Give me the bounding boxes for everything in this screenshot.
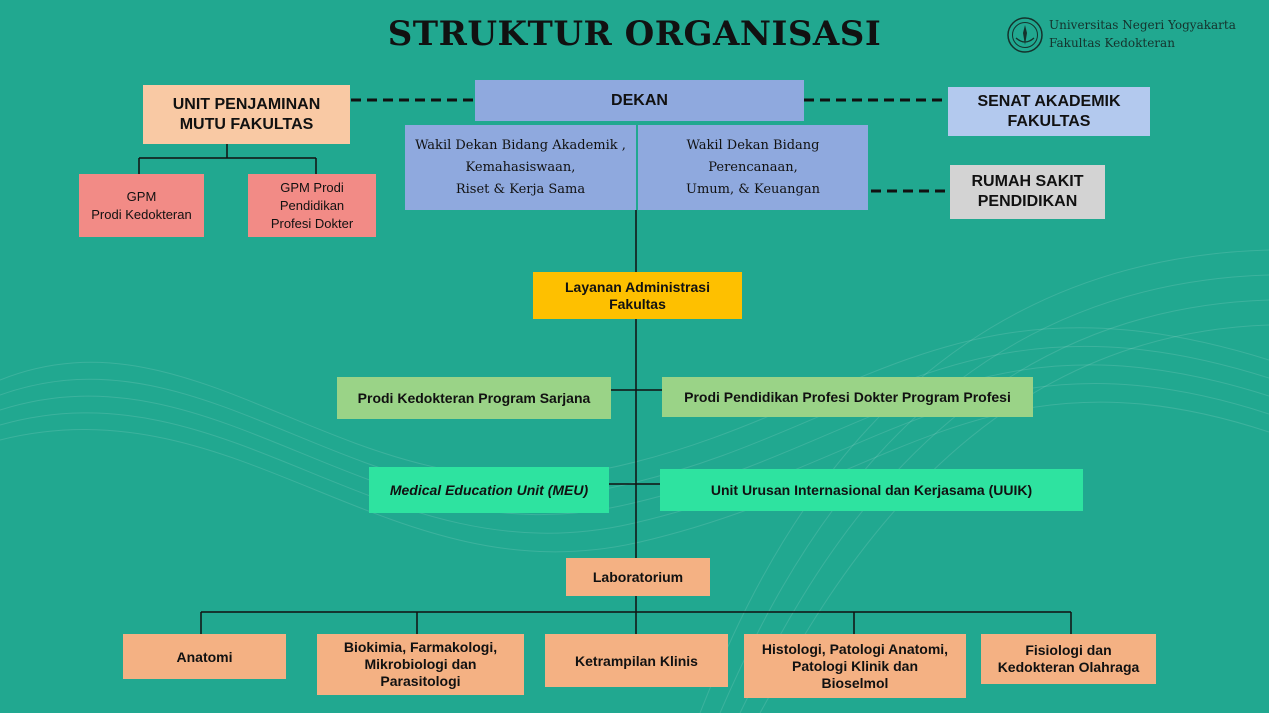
meu-box: Medical Education Unit (MEU) xyxy=(369,467,609,513)
lab-item: Ketrampilan Klinis xyxy=(545,634,728,687)
vice-dean-academic-box: Wakil Dekan Bidang Akademik , Kemahasisw… xyxy=(405,125,636,210)
teaching-hospital-label: RUMAH SAKIT PENDIDIKAN xyxy=(971,173,1084,210)
lab-item: Biokimia, Farmakologi, Mikrobiologi dan … xyxy=(317,634,524,695)
page-title: STRUKTUR ORGANISASI xyxy=(387,14,882,54)
vice-dean-general-box: Wakil Dekan Bidang Perencanaan, Umum, & … xyxy=(638,125,868,210)
dean-label: DEKAN xyxy=(611,91,668,109)
uuik-label: Unit Urusan Internasional dan Kerjasama … xyxy=(710,482,1033,498)
gpm-medicine-label: GPM Prodi Kedokteran xyxy=(91,188,192,222)
laboratory-label: Laboratorium xyxy=(592,569,684,585)
profession-program-label: Prodi Pendidikan Profesi Dokter Program … xyxy=(684,389,1011,405)
academic-senate-label: SENAT AKADEMIK FAKULTAS xyxy=(977,92,1121,130)
lab-item-label: Biokimia, Farmakologi, Mikrobiologi dan … xyxy=(343,639,498,689)
admin-service-box: Layanan Administrasi Fakultas xyxy=(533,272,742,319)
lab-item-label: Fisiologi dan Kedokteran Olahraga xyxy=(997,642,1140,675)
profession-program-box: Prodi Pendidikan Profesi Dokter Program … xyxy=(662,377,1033,417)
gpm-medicine-box: GPM Prodi Kedokteran xyxy=(79,174,204,237)
gpm-profession-label: GPM Prodi Pendidikan Profesi Dokter xyxy=(270,179,354,231)
laboratory-box: Laboratorium xyxy=(566,558,710,596)
lab-item: Anatomi xyxy=(123,634,286,679)
quality-assurance-unit-label: UNIT PENJAMINAN MUTU FAKULTAS xyxy=(172,95,321,133)
teaching-hospital-box: RUMAH SAKIT PENDIDIKAN xyxy=(950,165,1105,219)
meu-label: Medical Education Unit (MEU) xyxy=(389,482,589,498)
lab-item-label: Histologi, Patologi Anatomi, Patologi Kl… xyxy=(761,640,949,691)
lab-item-label: Ketrampilan Klinis xyxy=(575,652,698,669)
academic-senate-box: SENAT AKADEMIK FAKULTAS xyxy=(948,87,1150,136)
admin-service-label: Layanan Administrasi Fakultas xyxy=(565,278,710,312)
bachelor-program-box: Prodi Kedokteran Program Sarjana xyxy=(337,377,611,419)
bachelor-program-label: Prodi Kedokteran Program Sarjana xyxy=(357,390,591,406)
faculty-name: Fakultas Kedokteran xyxy=(1049,36,1175,50)
vice-dean-general-label: Wakil Dekan Bidang Perencanaan, Umum, & … xyxy=(686,137,820,197)
vice-dean-academic-label: Wakil Dekan Bidang Akademik , Kemahasisw… xyxy=(415,137,626,197)
lab-item: Fisiologi dan Kedokteran Olahraga xyxy=(981,634,1156,684)
university-logo-icon xyxy=(1007,17,1043,53)
university-name: Universitas Negeri Yogyakarta xyxy=(1049,18,1236,32)
uuik-box: Unit Urusan Internasional dan Kerjasama … xyxy=(660,469,1083,511)
lab-item-label: Anatomi xyxy=(176,648,233,665)
gpm-profession-box: GPM Prodi Pendidikan Profesi Dokter xyxy=(248,174,376,237)
university-brand: Universitas Negeri Yogyakarta Fakultas K… xyxy=(1006,16,1256,56)
dean-box: DEKAN xyxy=(475,80,804,121)
quality-assurance-unit-box: UNIT PENJAMINAN MUTU FAKULTAS xyxy=(143,85,350,144)
lab-item: Histologi, Patologi Anatomi, Patologi Kl… xyxy=(744,634,966,698)
